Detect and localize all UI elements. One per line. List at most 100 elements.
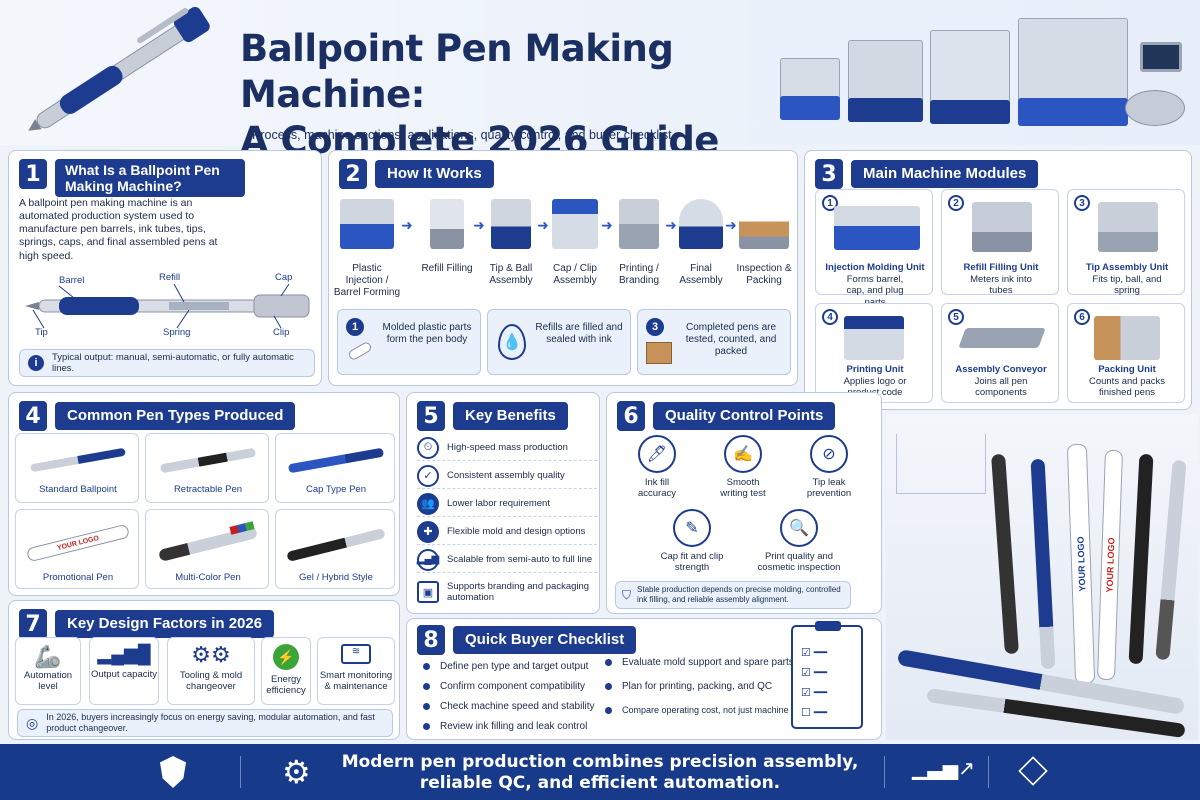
note-number: 1 (346, 318, 364, 336)
benefit-text: Consistent assembly quality (447, 470, 565, 481)
note-card-1: 1 Molded plastic parts form the pen body (337, 309, 481, 375)
bullet-icon (605, 659, 612, 666)
qc-point: ✍ Smooth writing test (703, 435, 783, 500)
step-5: Printing / Branding (609, 199, 669, 287)
package-icon: ▣ (417, 581, 439, 603)
dropper-icon: 🖊 (638, 435, 676, 473)
conveyor-icon (958, 328, 1046, 348)
section-number: 1 (19, 159, 47, 189)
section-number: 5 (417, 401, 445, 431)
module-desc: Joins all pen components (974, 376, 1028, 399)
shield-icon: ⛉ (622, 587, 632, 602)
refill-filling-icon (972, 202, 1032, 252)
footer-line-2: reliable QC, and efficient automation. (419, 773, 781, 793)
step-label: Cap / Clip Assembly (553, 263, 597, 286)
benefit-text: Lower labor requirement (447, 498, 550, 509)
module-title: Injection Molding Unit (825, 262, 925, 273)
title-line-1: Ballpoint Pen Making Machine: (240, 27, 674, 116)
factory-skyline (896, 434, 986, 494)
note-text: Stable production depends on precise mol… (637, 585, 841, 604)
no-leak-icon: ⊘ (810, 435, 848, 473)
checklist-text: Review ink filling and leak control (440, 721, 588, 732)
gears-icon: ⚙⚙ (191, 642, 231, 667)
benefit-text: Supports branding and packaging automati… (447, 580, 590, 603)
step-label: Refill Filling (421, 263, 473, 274)
molded-part-icon (347, 340, 373, 362)
label-spring: Spring (163, 327, 191, 338)
section-title: Common Pen Types Produced (55, 402, 296, 430)
arrow-icon: ➜ (473, 217, 485, 233)
factor-card: ⚙⚙ Tooling & mold changeover (167, 637, 255, 705)
module-number: 2 (948, 195, 964, 211)
pen-type-card: Multi-Color Pen (145, 509, 269, 589)
benefit-text: Flexible mold and design options (447, 526, 586, 537)
qc-label: Ink fill accuracy (637, 477, 676, 500)
checklist-item: Confirm component compatibility (423, 681, 585, 692)
section-body: A ballpoint pen making machine is an aut… (19, 197, 218, 262)
step-label: Tip & Ball Assembly (489, 263, 533, 286)
step-1: Plastic Injection / Barrel Forming (333, 199, 401, 299)
note-text: Refills are filled and sealed with ink (535, 322, 623, 345)
divider (988, 756, 989, 788)
ink-drop-icon: 💧 (498, 324, 526, 360)
clipboard-checklist-icon: ☑ ━━☑ ━━☑ ━━☐ ━━ (791, 621, 863, 729)
pen-type-card: Gel / Hybrid Style (275, 509, 395, 589)
section-title: Main Machine Modules (851, 160, 1039, 188)
benefit-text: High-speed mass production (447, 442, 568, 453)
puzzle-icon: ✚ (417, 520, 439, 543)
your-logo-text: YOUR LOGO (56, 534, 100, 552)
factor-card: ≋ Smart monitoring & maintenance (317, 637, 395, 705)
module-card: 3 Tip Assembly Unit Fits tip, ball, and … (1067, 189, 1185, 296)
module-number: 4 (822, 309, 838, 325)
module-number: 5 (948, 309, 964, 325)
note-text: In 2026, buyers increasingly focus on en… (46, 712, 375, 733)
process-steps: Plastic Injection / Barrel Forming ➜ Ref… (329, 199, 797, 299)
section-number: 6 (617, 401, 645, 431)
benefit-item: ✓ Consistent assembly quality (417, 463, 597, 489)
writing-pen-icon: ✍ (724, 435, 762, 473)
factor-label: Tooling & mold changeover (179, 670, 243, 693)
tip-assembly-icon (491, 199, 531, 249)
tip-assembly-icon (1098, 202, 1158, 252)
checklist-item: Check machine speed and stability (423, 701, 595, 712)
checklist-item: Plan for printing, packing, and QC (605, 681, 772, 692)
module-card: 1 Injection Molding Unit Forms barrel, c… (815, 189, 933, 308)
pen-type-card: Cap Type Pen (275, 433, 395, 503)
header: Ballpoint Pen Making Machine: A Complete… (0, 0, 1200, 162)
section-title: How It Works (375, 160, 494, 188)
section-quality-control: 6 Quality Control Points 🖊 Ink fill accu… (606, 392, 882, 614)
section-number: 4 (19, 401, 47, 431)
module-title: Refill Filling Unit (963, 262, 1039, 273)
qc-point: 🖊 Ink fill accuracy (617, 435, 697, 500)
module-title: Printing Unit (846, 364, 904, 375)
benefit-item: ▂▄▆ Scalable from semi-auto to full line (417, 547, 597, 573)
pen-type-label: Promotional Pen (42, 572, 114, 583)
injection-machine-icon (340, 199, 394, 249)
pen-standing: YOUR LOGO (1066, 443, 1096, 685)
cap-pen-check-icon: ✎ (673, 509, 711, 547)
module-card: 6 Packing Unit Counts and packs finished… (1067, 303, 1185, 403)
label-clip: Clip (273, 327, 290, 338)
qc-point: 🔍 Print quality and cosmetic inspection (751, 509, 847, 574)
checklist-item: Define pen type and target output (423, 661, 588, 672)
injection-molding-icon (834, 206, 920, 250)
module-number: 3 (1074, 195, 1090, 211)
growth-chart-icon: ▁▃▅↗ (912, 758, 975, 780)
label-refill: Refill (159, 272, 181, 283)
checklist-text: Check machine speed and stability (440, 701, 595, 712)
gel-pen-icon (286, 528, 386, 562)
module-card: 5 Assembly Conveyor Joins all pen compon… (941, 303, 1059, 403)
cap-pen-icon (287, 447, 385, 474)
factor-card: ⚡ Energy efficiency (261, 637, 311, 705)
magnifier-icon: 🔍 (780, 509, 818, 547)
label-cap: Cap (275, 272, 293, 283)
checklist-text: Evaluate mold support and spare parts (622, 657, 794, 668)
retractable-pen-icon (159, 447, 257, 474)
module-desc: Forms barrel, cap, and plug parts (846, 274, 904, 308)
module-title: Assembly Conveyor (955, 364, 1047, 375)
footer-text: Modern pen production combines precision… (340, 752, 860, 794)
pen-type-card: Retractable Pen (145, 433, 269, 503)
checklist-item: Review ink filling and leak control (423, 721, 587, 732)
step-label: Plastic Injection / Barrel Forming (333, 263, 401, 298)
step-label: Inspection & Packing (736, 263, 792, 286)
